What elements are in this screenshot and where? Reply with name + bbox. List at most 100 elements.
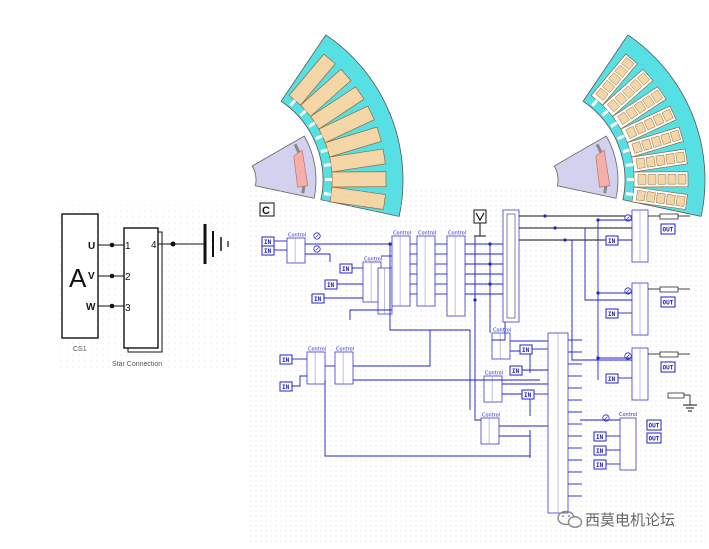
conductor-strand <box>647 174 657 185</box>
stator-cross-section-right <box>553 34 706 217</box>
meter-needle <box>626 289 630 293</box>
meter-needle <box>626 216 630 220</box>
input-box <box>519 344 533 355</box>
conductor-strand <box>614 64 628 78</box>
conductor-strand <box>669 129 682 143</box>
input-label: IN <box>342 266 350 273</box>
control-block <box>334 351 354 385</box>
input-label: IN <box>282 357 290 364</box>
slot-opening <box>308 121 316 128</box>
output-box <box>660 223 676 235</box>
slot-opening <box>323 163 332 168</box>
signal-wire <box>292 375 307 387</box>
input-label: IN <box>512 368 520 375</box>
conductor-strand <box>650 89 664 103</box>
conductor-strand <box>625 125 638 139</box>
control-label: Control <box>418 231 436 237</box>
slot-opening <box>622 148 630 154</box>
control-label: Control <box>485 371 503 377</box>
output-box <box>660 296 676 308</box>
conductor-strand <box>661 108 674 122</box>
input-label: IN <box>596 462 604 469</box>
conductor-strand <box>633 100 647 114</box>
input-label: IN <box>608 238 616 245</box>
slot-opening <box>601 109 609 117</box>
input-box <box>521 389 535 400</box>
input-box <box>593 459 607 470</box>
meter-needle <box>315 234 319 238</box>
output-box <box>646 432 662 444</box>
input-box <box>605 235 619 246</box>
star-pin-4: 4 <box>151 240 157 251</box>
control-label: Control <box>364 257 382 263</box>
terminal-u: U <box>88 241 95 252</box>
stator-slot <box>324 126 382 158</box>
slot-opening <box>320 148 328 154</box>
panel-tag: C <box>262 205 270 217</box>
resistor <box>659 286 679 293</box>
control-label: Control <box>619 412 637 418</box>
control-block <box>391 235 411 307</box>
input-label: IN <box>327 282 335 289</box>
star-caption: Star Connection <box>112 361 162 368</box>
conductor-strand <box>642 95 655 109</box>
input-box <box>261 245 275 256</box>
input-label: IN <box>314 296 322 303</box>
input-label: IN <box>608 311 616 318</box>
input-box <box>605 308 619 319</box>
signal-wire <box>584 228 632 301</box>
wire-junction <box>543 214 547 218</box>
output-box <box>660 361 676 373</box>
control-label: Control <box>482 413 500 419</box>
control-module <box>619 417 637 471</box>
output-label: OUT <box>663 227 674 234</box>
watermark-text: 西莫电机论坛 <box>585 511 675 529</box>
conductor-strand <box>643 117 656 131</box>
control-label: Control <box>336 347 354 353</box>
rotor-segment <box>251 135 317 199</box>
wire-junction <box>488 262 492 266</box>
slot-opening <box>625 163 634 168</box>
watermark: 西莫电机论坛 <box>557 510 675 529</box>
conductor-strand <box>660 132 672 145</box>
input-box <box>605 373 619 384</box>
conductor-strand <box>641 138 653 151</box>
terminal-w: W <box>86 302 96 313</box>
conductor-strand <box>677 174 687 185</box>
conductor-strand <box>657 174 667 185</box>
resistor <box>659 213 679 220</box>
input-box <box>324 279 338 290</box>
conductor-strand <box>652 113 665 127</box>
conductor-strand <box>635 157 646 170</box>
stator-slot <box>331 171 387 188</box>
output-box <box>646 419 662 431</box>
control-block <box>480 417 500 445</box>
wire-junction <box>388 242 392 246</box>
input-box <box>593 431 607 442</box>
control-block <box>491 332 511 360</box>
slot-opening <box>610 121 618 128</box>
input-box <box>279 354 293 365</box>
wire-junction <box>563 238 567 242</box>
slot-opening <box>299 109 307 117</box>
resistor <box>659 351 679 358</box>
control-block <box>286 237 306 264</box>
control-label: Control <box>393 231 411 237</box>
conductor-strand <box>636 72 651 86</box>
conductor-strand <box>625 106 639 120</box>
signal-wire <box>305 253 331 262</box>
meter-needle <box>626 354 630 358</box>
slot-opening <box>617 134 625 141</box>
stator-slot <box>300 68 352 117</box>
input-box <box>339 263 353 274</box>
output-label: OUT <box>663 300 674 307</box>
wire-junction <box>473 298 477 302</box>
input-label: IN <box>608 376 616 383</box>
slot-opening <box>315 134 323 141</box>
conductor-strand <box>665 153 676 165</box>
input-box <box>279 381 293 392</box>
conductor-strand <box>595 87 609 101</box>
input-label: IN <box>522 347 530 354</box>
slot-opening <box>289 99 296 107</box>
